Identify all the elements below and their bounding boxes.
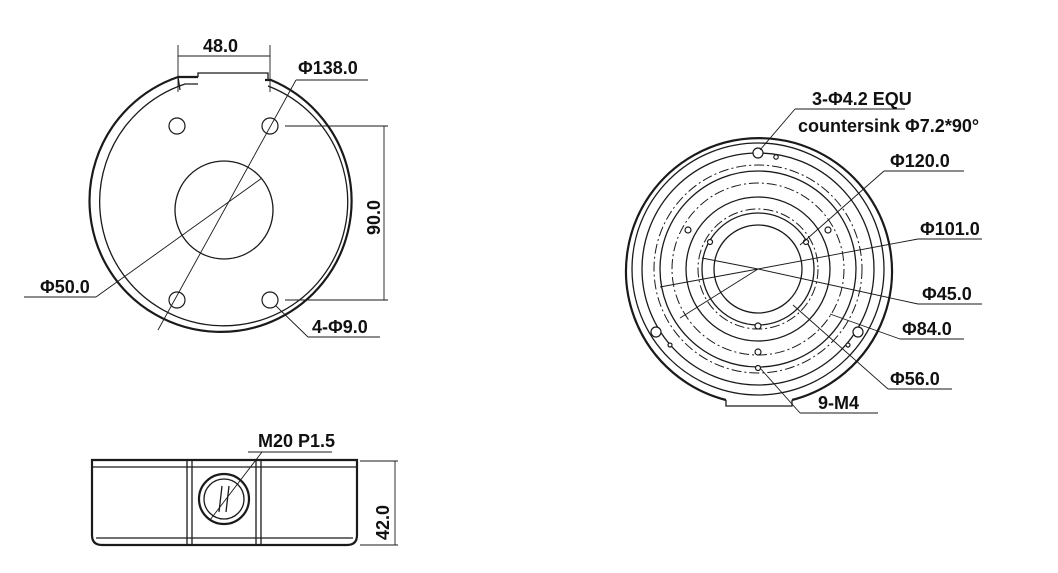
countersink-hole-top	[752, 147, 764, 159]
countersink-hole-left	[650, 326, 662, 338]
thread-hole	[667, 342, 673, 348]
dim-50-label: Φ50.0	[40, 277, 90, 297]
bottom-view-tab	[725, 400, 793, 407]
thread-hole	[824, 226, 832, 234]
bottom-view-outline	[624, 137, 894, 402]
dim-m4-leader	[759, 367, 801, 414]
dim-45-label: Φ45.0	[922, 284, 972, 304]
dim-holes-leader	[275, 305, 309, 338]
dim-56-leader	[792, 304, 889, 390]
dim-84-label: Φ84.0	[902, 319, 952, 339]
dim-countersink-label-2: countersink Φ7.2*90°	[798, 116, 979, 136]
dim-84-leader	[829, 313, 901, 340]
thread-hole	[754, 348, 762, 356]
dim-120-label: Φ120.0	[890, 151, 950, 171]
side-view-body	[90, 458, 359, 547]
countersink-hole-right	[852, 326, 864, 338]
dim-countersink-label-1: 3-Φ4.2 EQU	[812, 89, 912, 109]
center-line-left	[659, 268, 759, 288]
center-line-lower	[679, 268, 759, 319]
thread-hole	[706, 238, 714, 246]
dim-101-leader	[757, 238, 919, 270]
thread-hole	[845, 342, 851, 348]
dim-holes-label: 4-Φ9.0	[312, 317, 368, 337]
thread-hole	[754, 364, 762, 372]
dim-thread-leader	[209, 451, 263, 521]
dim-thread-label: M20 P1.5	[258, 431, 335, 451]
mount-hole-top-right	[261, 117, 279, 135]
top-view-notch	[177, 72, 269, 91]
thread-port-outer	[197, 472, 251, 526]
dim-50-leader	[95, 177, 263, 298]
dim-138-leader	[157, 79, 297, 331]
mount-hole-bottom-left	[168, 291, 186, 309]
thread-hole	[754, 322, 762, 330]
thread-hole	[684, 226, 692, 234]
bottom-view: 3-Φ4.2 EQU countersink Φ7.2*90° Φ120.0 Φ…	[624, 89, 982, 414]
mount-hole-top-left	[168, 117, 186, 135]
dim-45-leader	[757, 268, 919, 305]
ring-outer-inner	[631, 142, 885, 396]
thread-port-slot-2	[225, 485, 230, 513]
center-line-upper-left	[701, 257, 759, 270]
dim-42-label: 42.0	[373, 505, 393, 540]
dim-138-label: Φ138.0	[298, 58, 358, 78]
dim-countersink-leader	[759, 108, 796, 151]
top-view: 48.0 Φ138.0 90.0 Φ50.0 4-Φ9.0	[24, 36, 388, 338]
top-view-outline	[88, 75, 353, 333]
ring-d84	[685, 196, 831, 342]
thread-hole	[773, 154, 779, 160]
side-view: M20 P1.5 42.0	[90, 431, 398, 547]
ring-d101-dashed	[653, 164, 863, 374]
dim-m4-label: 9-M4	[818, 393, 859, 413]
dim-120-leader	[799, 170, 885, 246]
center-hole	[174, 160, 274, 260]
dim-48-label: 48.0	[203, 36, 238, 56]
mount-hole-bottom-right	[261, 291, 279, 309]
dim-56-label: Φ56.0	[890, 369, 940, 389]
dim-101-label: Φ101.0	[920, 219, 980, 239]
ring-d45	[713, 224, 803, 314]
dim-90-label: 90.0	[364, 200, 384, 235]
thread-port-inner	[203, 478, 245, 520]
top-view-inner-ring	[99, 83, 349, 327]
